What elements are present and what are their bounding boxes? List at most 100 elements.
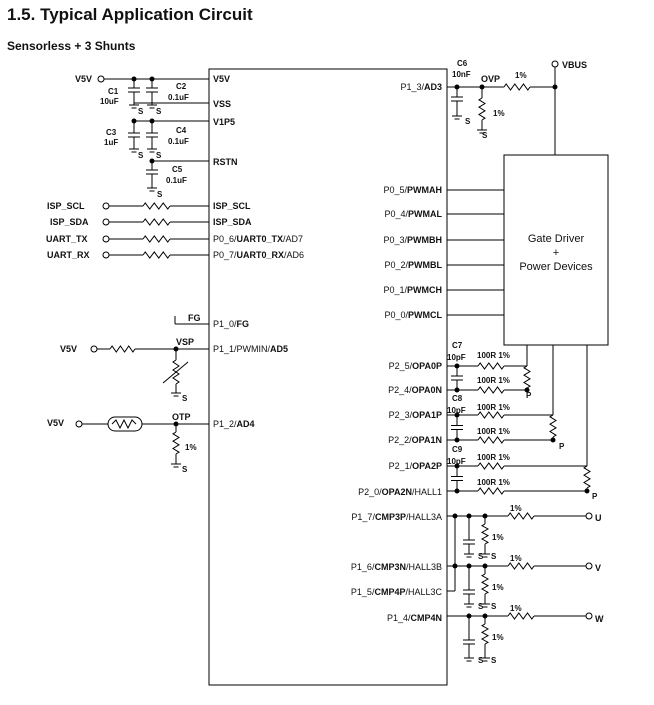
junction-dot	[454, 488, 460, 494]
thermistor	[107, 416, 143, 432]
junction-dot	[149, 118, 155, 124]
resistor	[477, 487, 505, 495]
r-ovp-bottom-value: 1%	[493, 109, 505, 118]
terminal	[585, 512, 593, 520]
c8-name: C8	[452, 394, 463, 403]
terminal	[102, 251, 110, 259]
r-v-div-value: 1%	[492, 583, 504, 592]
junction-dot	[479, 84, 485, 90]
c1-name: C1	[108, 87, 119, 96]
c5-name: C5	[172, 165, 183, 174]
wires	[82, 67, 588, 658]
resistor	[142, 251, 171, 259]
resistor	[583, 465, 591, 489]
terminal	[102, 235, 110, 243]
junction-dot	[466, 513, 472, 519]
resistor	[507, 612, 535, 620]
c7-name: C7	[452, 341, 463, 350]
ground-label: S	[491, 602, 497, 611]
r-v-value: 1%	[510, 554, 522, 563]
pin-label-p03: P0_3/PWMBH	[383, 235, 442, 245]
ground-label: S	[478, 656, 484, 665]
junction-dot	[552, 84, 558, 90]
junction-dot	[454, 363, 460, 369]
junction-dot	[173, 421, 179, 427]
pin-label-p23: P2_3/OPA1P	[389, 410, 442, 420]
junction-dot	[454, 437, 460, 443]
page-subtitle: Sensorless + 3 Shunts	[7, 39, 136, 53]
junction-dot	[524, 387, 530, 393]
c4-value: 0.1uF	[168, 137, 189, 146]
c9-value: 10pF	[447, 457, 466, 466]
r-opa1n-value: 100R 1%	[477, 427, 510, 436]
r-opa1p-value: 100R 1%	[477, 403, 510, 412]
ground-label: S	[482, 131, 488, 140]
r-opa2p-value: 100R 1%	[477, 453, 510, 462]
terminal	[97, 75, 105, 83]
resistor	[477, 436, 505, 444]
net-label-otp: OTP	[172, 412, 191, 422]
c6-name: C6	[457, 59, 468, 68]
signal-label-isp-scl: ISP_SCL	[47, 201, 85, 211]
pin-label-isp-scl: ISP_SCL	[213, 201, 251, 211]
junction-dot	[454, 84, 460, 90]
pin-label-p16: P1_6/CMP3N/HALL3B	[351, 562, 442, 572]
terminal	[102, 202, 110, 210]
c1-value: 10uF	[100, 97, 119, 106]
ground-label: S	[138, 151, 144, 160]
net-label-v5v-top: V5V	[75, 74, 92, 84]
junction-dot	[149, 158, 155, 164]
junction-dot	[454, 412, 460, 418]
junction-dot	[173, 346, 179, 352]
thermistor-curve	[111, 418, 137, 430]
pin-label-v5v: V5V	[213, 74, 230, 84]
net-label-fg: FG	[188, 313, 201, 323]
pin-label-p24: P2_4/OPA0N	[388, 385, 442, 395]
ground-label: S	[182, 465, 188, 474]
junction-dot	[482, 613, 488, 619]
junction-dot	[149, 76, 155, 82]
r-w-div-value: 1%	[492, 633, 504, 642]
c7-value: 10pF	[447, 353, 466, 362]
pin-label-p00: P0_0/PWMCL	[384, 310, 442, 320]
c4-name: C4	[176, 126, 187, 135]
resistor	[477, 386, 505, 394]
r-opa0n-value: 100R 1%	[477, 376, 510, 385]
pin-label-rstn: RSTN	[213, 157, 238, 167]
net-label-ovp: OVP	[481, 74, 500, 84]
pin-label-p14: P1_4/CMP4N	[387, 613, 442, 623]
power-label-p3: P	[592, 492, 598, 501]
signal-label-isp-sda: ISP_SDA	[50, 217, 89, 227]
pin-label-p12: P1_2/AD4	[213, 419, 255, 429]
r-otp-value: 1%	[185, 443, 197, 452]
pin-label-p22: P2_2/OPA1N	[388, 435, 442, 445]
r-w-value: 1%	[510, 604, 522, 613]
power-label-p1: P	[526, 391, 532, 400]
terminal	[551, 60, 559, 68]
terminal	[75, 420, 83, 428]
resistor	[142, 218, 171, 226]
junction-dot	[454, 463, 460, 469]
potentiometer-arrow	[162, 361, 189, 384]
terminal	[90, 345, 98, 353]
pin-label-p11: P1_1/PWMIN/AD5	[213, 344, 288, 354]
signal-label-uart-rx: UART_RX	[47, 250, 90, 260]
terminal	[585, 562, 593, 570]
net-label-u: U	[595, 513, 602, 523]
pin-label-p06: P0_6/UART0_TX/AD7	[213, 234, 303, 244]
junction-dot	[466, 563, 472, 569]
r-ovp-top-value: 1%	[515, 71, 527, 80]
resistor	[477, 411, 505, 419]
c2-value: 0.1uF	[168, 93, 189, 102]
net-label-v: V	[595, 563, 601, 573]
resistor	[480, 573, 490, 595]
c8-value: 10pF	[447, 406, 466, 415]
resistor	[503, 83, 531, 91]
pin-label-p20: P2_0/OPA2N/HALL1	[358, 487, 442, 497]
pin-label-p25: P2_5/OPA0P	[389, 361, 442, 371]
ground-label: S	[491, 552, 497, 561]
r-u-div-value: 1%	[492, 533, 504, 542]
net-label-vsp: VSP	[176, 337, 194, 347]
pin-label-p07: P0_7/UART0_RX/AD6	[213, 250, 304, 260]
